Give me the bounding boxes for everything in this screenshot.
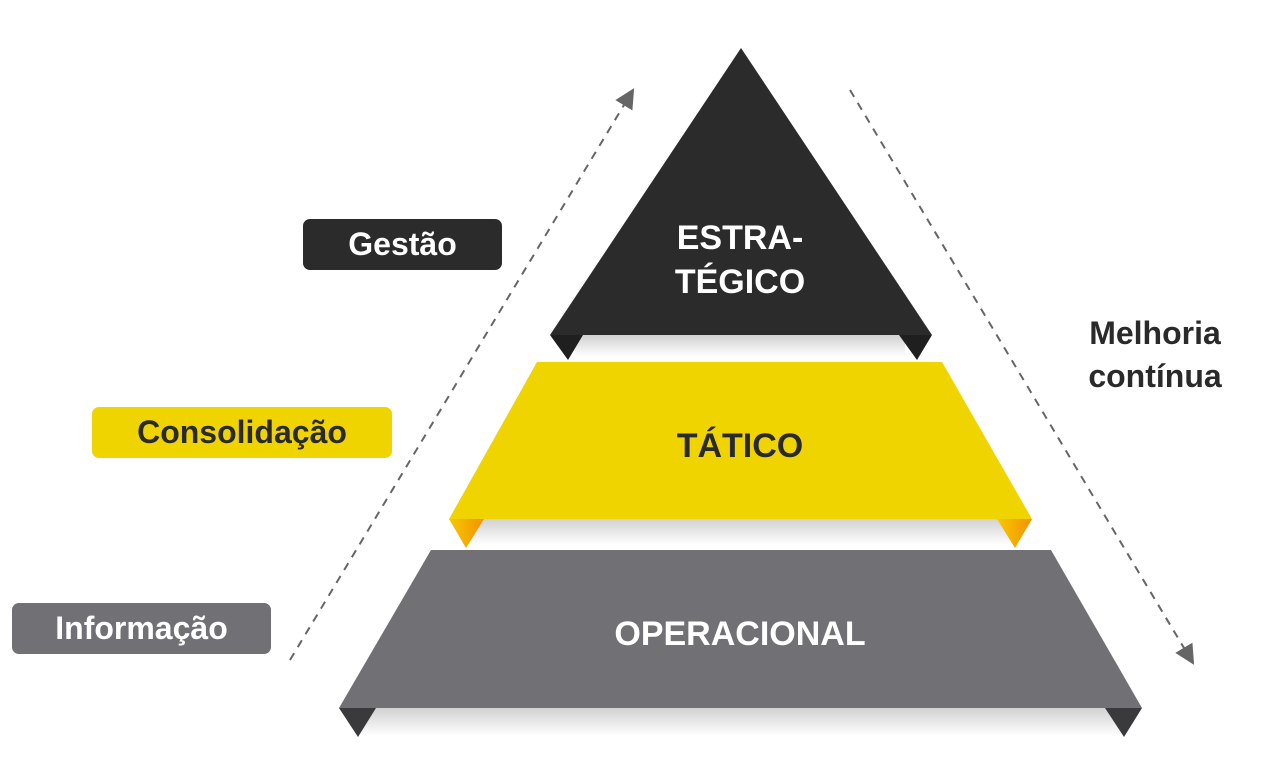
tier-tatico: TÁTICO [676, 427, 804, 465]
tier-operacional: OPERACIONAL [614, 615, 866, 653]
side-line1: Melhoria [1089, 315, 1221, 351]
tier-estrategico: ESTRA- TÉGICO [600, 216, 880, 304]
side-line2: contínua [1088, 358, 1222, 394]
estrategico-flap-right [899, 335, 932, 360]
label-informacao: Informação [12, 603, 271, 654]
operacional-flap-right [1105, 708, 1142, 737]
up-arrow [289, 88, 635, 661]
operacional-band [339, 550, 1142, 708]
estrategico-triangle [550, 48, 932, 335]
label-gestao: Gestão [303, 219, 502, 270]
estrategico-line1: ESTRA- [676, 219, 804, 257]
tatico-flap-left [449, 519, 484, 548]
label-consolidacao: Consolidação [92, 407, 392, 458]
down-arrow [849, 89, 1195, 665]
melhoria-continua-text: Melhoria contínua [1050, 312, 1260, 398]
estrategico-flap-left [550, 335, 583, 360]
tatico-flap-right [997, 519, 1032, 548]
estrategico-line2: TÉGICO [674, 263, 806, 301]
tatico-band [449, 362, 1032, 519]
operacional-flap-left [339, 708, 376, 737]
